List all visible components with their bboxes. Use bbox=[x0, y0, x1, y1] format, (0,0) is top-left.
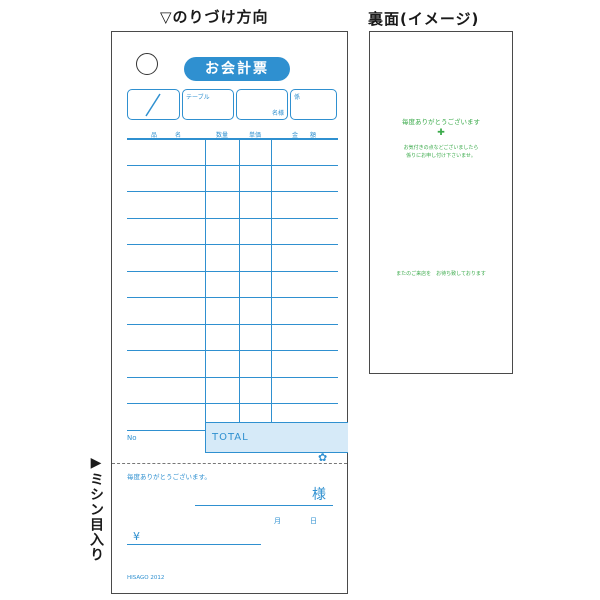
grid-column-line bbox=[205, 138, 207, 452]
grid-row-line bbox=[127, 323, 338, 325]
grid-column-line bbox=[271, 138, 273, 452]
grid-row-line bbox=[127, 297, 338, 298]
front-slip: お会計票 テーブル 名様 係 品 名 数量 単価 金 額 No TOTAL ✿ … bbox=[111, 31, 348, 594]
grid-row-line bbox=[127, 138, 338, 140]
back-line3: 係りにお申し付け下さいませ。 bbox=[406, 153, 476, 159]
back-line4: またのご来店を お待ち致しております bbox=[396, 271, 486, 277]
col-unit-price: 単価 bbox=[248, 132, 261, 139]
amount-line bbox=[127, 544, 261, 545]
header-box-number bbox=[127, 89, 180, 120]
header-box-staff: 係 bbox=[290, 89, 337, 120]
thanks-text: 毎度ありがとうございます。 bbox=[127, 473, 211, 481]
total-label: TOTAL bbox=[212, 432, 249, 443]
header-box-guests: 名様 bbox=[236, 89, 288, 120]
col-item-name: 品 名 bbox=[150, 132, 181, 139]
grid-row-line bbox=[127, 403, 338, 404]
grid-column-line bbox=[239, 138, 241, 452]
sama-label: 様 bbox=[312, 487, 326, 503]
order-grid bbox=[127, 138, 338, 458]
back-line1: 毎度ありがとうございます bbox=[402, 118, 480, 126]
perforation-label: ▶ミシン目入り bbox=[88, 455, 104, 562]
grid-row-line bbox=[127, 164, 338, 166]
plus-icon: ✚ bbox=[437, 128, 445, 138]
header-box-table: テーブル bbox=[182, 89, 234, 120]
back-slip: 毎度ありがとうございます ✚ お気付きの点などございましたら 係りにお申し付け下… bbox=[369, 31, 513, 374]
header-staff-label: 係 bbox=[294, 94, 301, 101]
header-name-label: 名様 bbox=[271, 110, 284, 117]
diagonal-slash-icon bbox=[145, 93, 161, 117]
name-line bbox=[195, 505, 333, 506]
perforation-line bbox=[112, 463, 347, 464]
punch-hole bbox=[136, 53, 158, 75]
grid-row-line bbox=[127, 244, 338, 245]
number-label: No bbox=[127, 434, 137, 442]
butterfly-icon: ✿ bbox=[318, 451, 328, 464]
grid-row-line bbox=[127, 270, 338, 272]
grid-row-line bbox=[127, 376, 338, 378]
slip-title: お会計票 bbox=[184, 57, 290, 81]
month-label: 月 bbox=[274, 517, 281, 525]
grid-row-line bbox=[127, 217, 338, 219]
brand-mark: HISAGO 2012 bbox=[127, 575, 165, 581]
glue-direction-label: ▽のりづけ方向 bbox=[160, 8, 269, 26]
col-quantity: 数量 bbox=[215, 132, 228, 139]
grid-row-line bbox=[127, 191, 338, 192]
header-table-label: テーブル bbox=[186, 94, 210, 101]
back-side-label: 裏面(イメージ) bbox=[368, 10, 480, 28]
day-label: 日 bbox=[310, 517, 317, 525]
col-amount: 金 額 bbox=[291, 132, 316, 139]
total-box: TOTAL bbox=[205, 422, 348, 453]
grid-row-line bbox=[127, 350, 338, 351]
back-line2: お気付きの点などございましたら bbox=[403, 145, 479, 151]
yen-label: ¥ bbox=[133, 530, 140, 543]
